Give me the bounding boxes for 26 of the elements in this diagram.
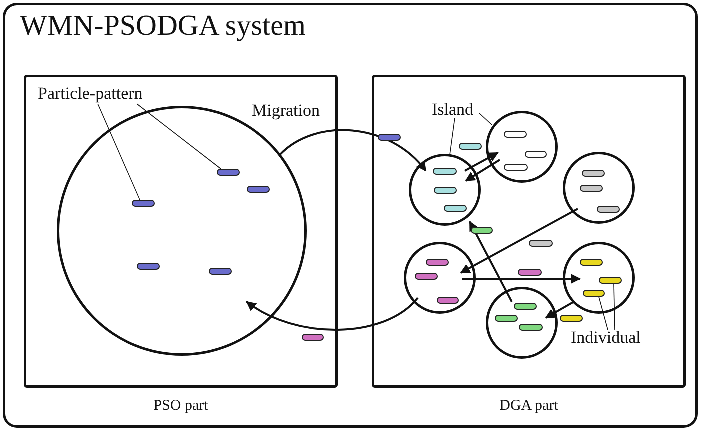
arrow (460, 208, 578, 274)
individual-bar (599, 277, 622, 284)
arrow (279, 129, 427, 172)
migration-label: Migration (252, 101, 320, 121)
leader-line (478, 112, 492, 126)
callout-label: Particle-pattern (38, 84, 143, 104)
callout-label: Island (432, 100, 474, 120)
individual-bar (583, 290, 605, 297)
leader-line (136, 104, 222, 170)
arrow (545, 301, 574, 319)
arrow (469, 221, 513, 302)
individual-bar (132, 200, 155, 207)
system-frame (3, 3, 698, 428)
individual-bar (217, 169, 240, 176)
leader-line (450, 118, 456, 156)
leader-line (614, 284, 616, 330)
callout-label: Individual (571, 328, 641, 348)
arrow (246, 297, 419, 331)
panel-label: PSO part (152, 398, 210, 415)
panel-label: DGA part (498, 398, 560, 415)
leader-line (98, 104, 140, 200)
arrow (462, 274, 581, 284)
arrow (465, 159, 501, 182)
arrow (464, 152, 499, 172)
leader-line (598, 296, 608, 330)
frame-heading: WMN-PSODGA system (20, 10, 306, 43)
